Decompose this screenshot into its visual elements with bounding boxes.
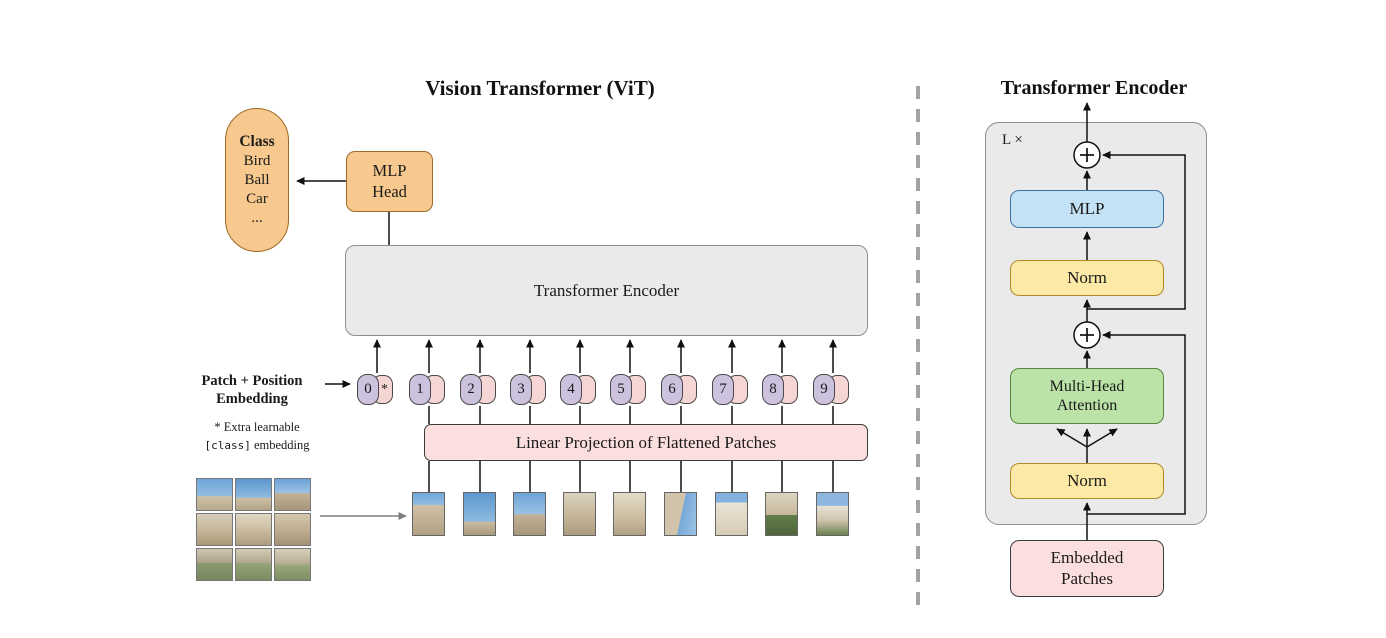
input-image-cell [196, 478, 233, 511]
token-4-position: 4 [560, 374, 582, 405]
token-1: 1 [409, 374, 449, 406]
multi-head-attention-block: Multi-Head Attention [1010, 368, 1164, 424]
input-image-cell [274, 548, 311, 581]
embedded-patches-line1: Embedded [1050, 548, 1124, 568]
class-output-pill: Class Bird Ball Car ... [225, 108, 289, 252]
image-patch-8 [765, 492, 798, 536]
class-pill-item: Bird [243, 152, 271, 169]
class-pill-item: Ball [244, 171, 270, 188]
token-0: * 0 [357, 374, 397, 406]
token-7: 7 [712, 374, 752, 406]
token-9-position: 9 [813, 374, 835, 405]
norm-bottom-label: Norm [1067, 471, 1107, 490]
input-image-cell [235, 478, 272, 511]
input-image-cell [274, 478, 311, 511]
transformer-encoder-label: Transformer Encoder [533, 280, 680, 300]
token-6: 6 [661, 374, 701, 406]
token-2: 2 [460, 374, 500, 406]
input-image-cell [235, 548, 272, 581]
class-pill-header: Class [239, 132, 275, 150]
class-pill-item: Car [246, 190, 268, 207]
input-image-cell [235, 513, 272, 546]
input-image-grid [196, 478, 311, 581]
input-image-cell [196, 513, 233, 546]
token-0-position: 0 [357, 374, 379, 405]
image-patch-6 [664, 492, 697, 536]
footnote-line1: * Extra learnable [214, 420, 300, 434]
image-patch-4 [563, 492, 596, 536]
mlp-block: MLP [1010, 190, 1164, 228]
class-token-star: * [381, 381, 388, 397]
patch-position-label-line1: Patch + Position [201, 373, 303, 389]
image-patch-5 [613, 492, 646, 536]
footnote-rest: embedding [253, 437, 310, 452]
token-8: 8 [762, 374, 802, 406]
token-2-position: 2 [460, 374, 482, 405]
token-1-position: 1 [409, 374, 431, 405]
input-image-cell [274, 513, 311, 546]
image-patch-1 [412, 492, 445, 536]
footnote-line2: [class] embedding [188, 437, 326, 455]
layers-count-label: L × [1002, 132, 1023, 148]
image-patch-9 [816, 492, 849, 536]
linear-projection-box: Linear Projection of Flattened Patches [424, 424, 868, 461]
norm-top-label: Norm [1067, 268, 1107, 287]
input-image-cell [196, 548, 233, 581]
mlp-head-label-line2: Head [372, 181, 407, 201]
image-patch-2 [463, 492, 496, 536]
transformer-encoder-box: Transformer Encoder [345, 245, 868, 336]
embedded-patches-block: Embedded Patches [1010, 540, 1164, 597]
attention-label-line1: Multi-Head [1049, 377, 1125, 395]
token-7-position: 7 [712, 374, 734, 405]
token-6-position: 6 [661, 374, 683, 405]
norm-block-bottom: Norm [1010, 463, 1164, 499]
embedded-patches-line2: Patches [1061, 568, 1113, 588]
mlp-head-label-line1: MLP [372, 161, 407, 181]
attention-label-line2: Attention [1056, 397, 1118, 414]
class-embedding-footnote: * Extra learnable [class] embedding [188, 419, 326, 454]
class-pill-item: ... [251, 210, 263, 227]
token-3-position: 3 [510, 374, 532, 405]
token-9: 9 [813, 374, 853, 406]
image-patch-7 [715, 492, 748, 536]
linear-projection-label: Linear Projection of Flattened Patches [515, 432, 777, 452]
patch-position-embedding-label: Patch + Position Embedding [183, 372, 321, 408]
patch-position-label-line2: Embedding [216, 391, 288, 408]
class-token-code: [class] [204, 438, 251, 452]
token-5: 5 [610, 374, 650, 406]
token-8-position: 8 [762, 374, 784, 405]
left-diagram-title: Vision Transformer (ViT) [425, 76, 655, 100]
right-diagram-title: Transformer Encoder [1000, 77, 1188, 99]
token-5-position: 5 [610, 374, 632, 405]
image-patch-3 [513, 492, 546, 536]
token-3: 3 [510, 374, 550, 406]
mlp-block-label: MLP [1069, 199, 1105, 218]
mlp-head-box: MLP Head [346, 151, 433, 212]
token-4: 4 [560, 374, 600, 406]
norm-block-top: Norm [1010, 260, 1164, 296]
